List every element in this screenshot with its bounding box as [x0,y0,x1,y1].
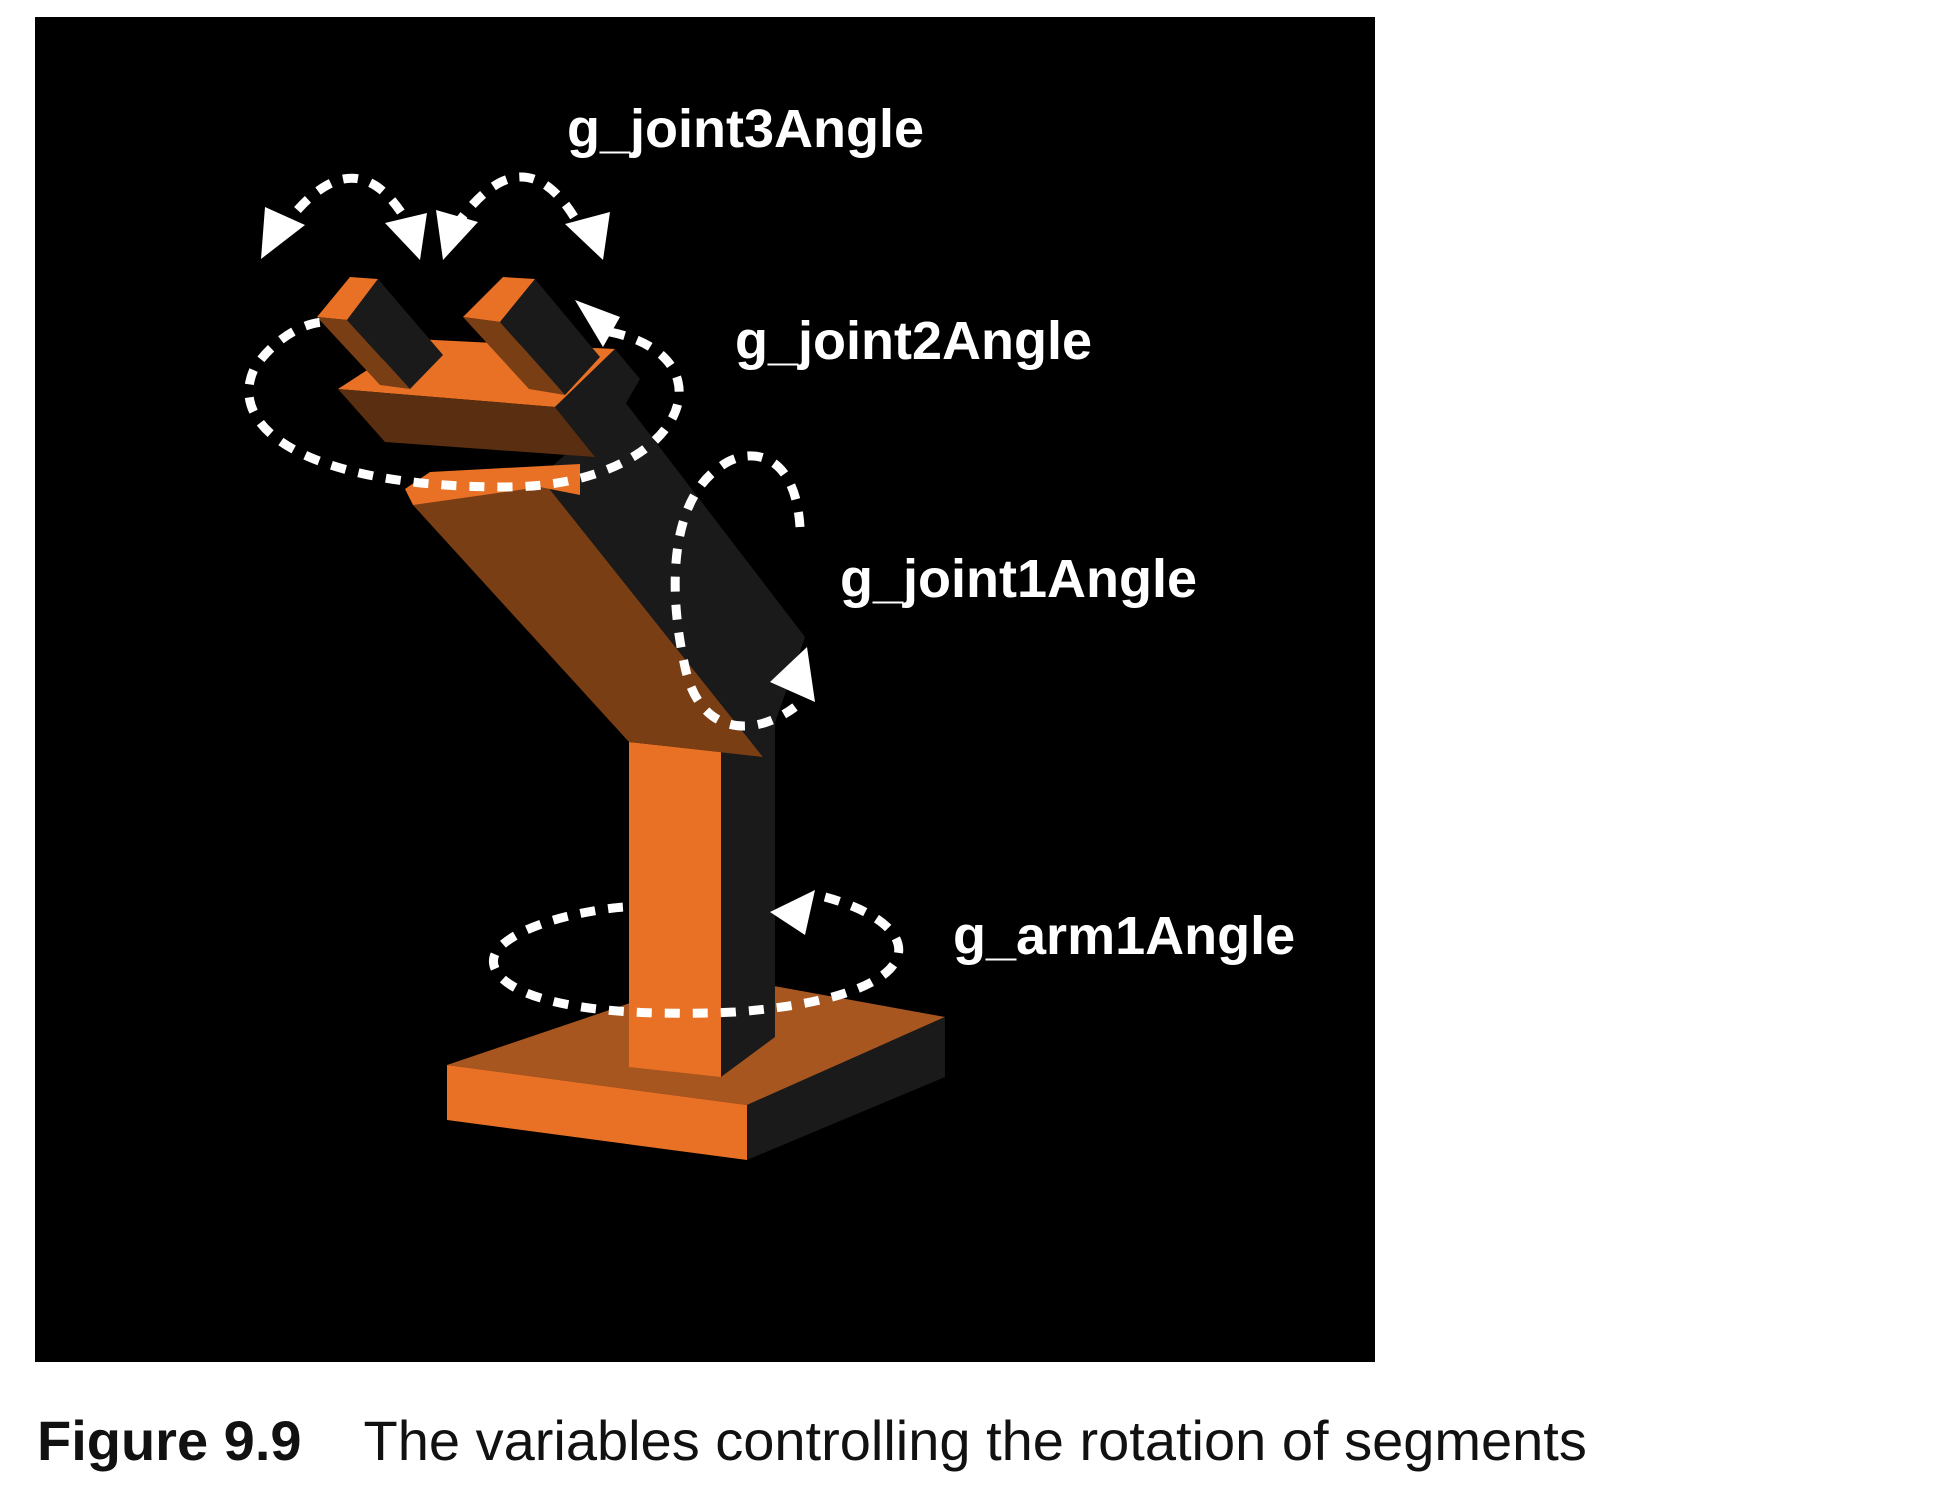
finger-left-side [347,279,443,389]
arm1-arrowhead [770,890,815,935]
joint3-mid-arrowhead-a [385,213,427,260]
finger-left-front [317,317,410,389]
joint2-angle-label: g_joint2Angle [735,311,1093,371]
gripper-plate-front [338,389,595,457]
column-side [721,717,775,1077]
joint3-left-arrowhead [261,207,305,259]
base-side [747,1017,945,1160]
finger-right-top [463,277,535,322]
upper-arm-segment [405,402,805,757]
joint1-loop-path [670,451,805,731]
arm1-ellipse-path [488,892,903,1018]
arm1-angle-label: g_arm1Angle [953,906,1296,966]
joint2-ellipse-path [244,317,684,492]
finger-left-top [317,277,378,320]
joint2-arrowhead [575,300,620,347]
gripper-head [317,277,640,457]
gripper-plate-side [555,349,640,457]
figure-number: Figure 9.9 [37,1409,302,1472]
finger-right-side [500,279,600,395]
finger-right-front [463,317,565,395]
robot-arm-drawing [244,172,945,1160]
joint3-left-arc [276,173,414,235]
joint3-angle-label: g_joint3Angle [567,99,925,159]
joint3-right-arrowhead [565,212,610,260]
joint1-arrowhead [770,647,815,702]
joint1-angle-label: g_joint1Angle [840,549,1198,609]
column-front [629,742,721,1077]
joint-collar [405,464,580,505]
column-segment [629,717,775,1077]
robot-arm-figure: g_joint3Angle g_joint2Angle g_joint1Angl… [35,17,1375,1362]
upper-arm-front [413,477,763,757]
joint3-mid-arrowhead-b [436,210,478,260]
base-front [447,1065,747,1160]
joint3-right-arc [451,172,584,230]
figure-caption-text: The variables controlling the rotation o… [363,1409,1587,1472]
